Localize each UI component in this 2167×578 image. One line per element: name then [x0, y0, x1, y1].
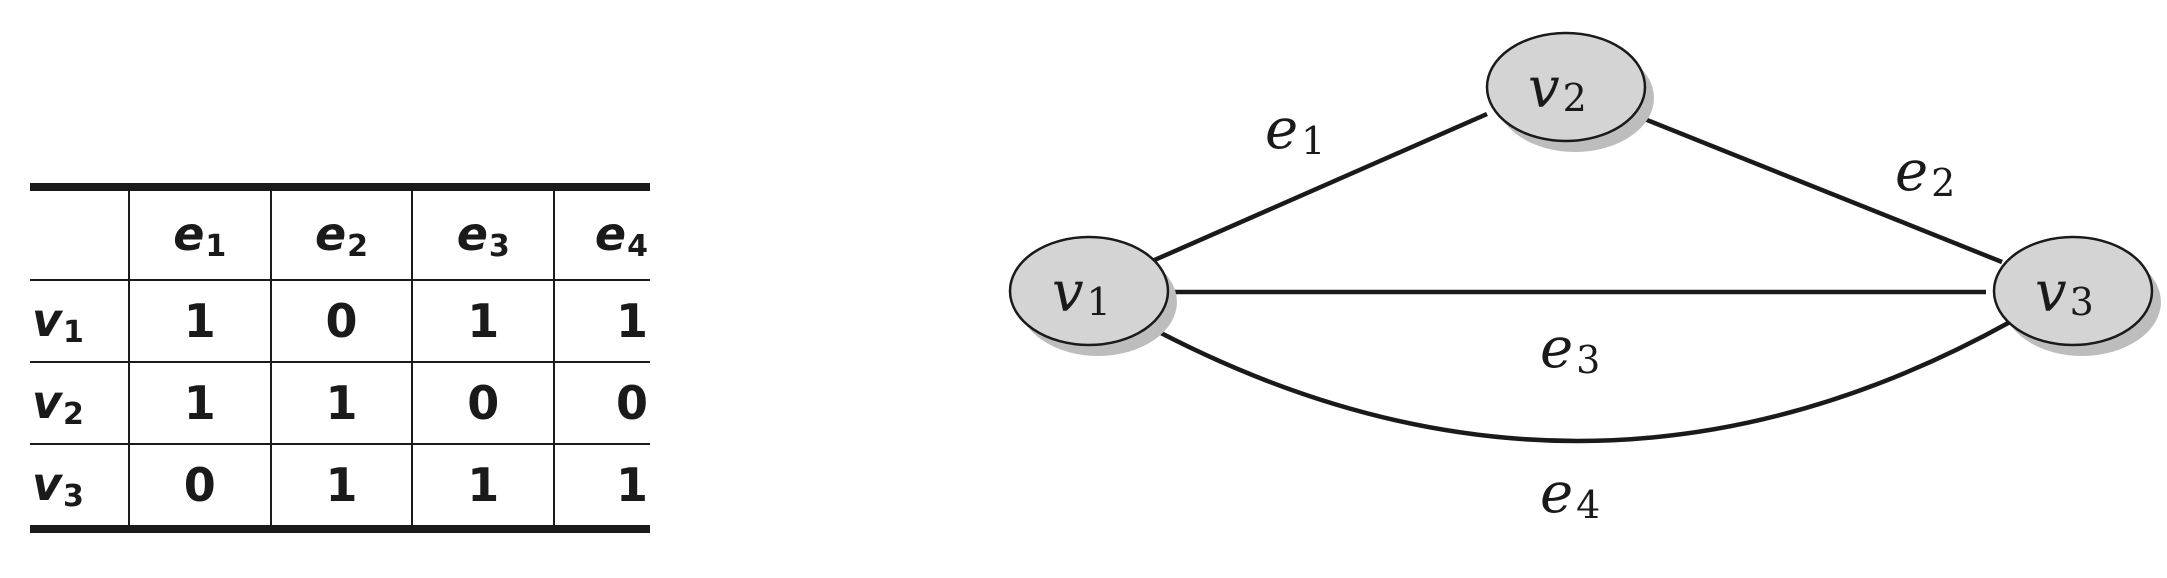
- table-header-row: e1 e2 e3 e4: [30, 191, 650, 281]
- header-cell-e3: e3: [411, 191, 553, 279]
- node-v3: v3: [1992, 235, 2161, 356]
- cell-v3-e4: 1: [553, 445, 650, 525]
- edge-e2-label: e2: [1895, 139, 1955, 205]
- edge-e3-label: e3: [1540, 316, 1600, 382]
- cell-v3-e1: 0: [127, 445, 270, 525]
- edge-e1-label: e1: [1265, 97, 1325, 163]
- node-v3-ellipse: [1992, 235, 2154, 347]
- node-v3-label: v3: [2035, 260, 2094, 325]
- cell-v2-e3: 0: [411, 363, 553, 443]
- header-cell-e4: e4: [553, 191, 650, 279]
- node-v1-label: v1: [1052, 260, 1111, 325]
- incidence-matrix-table: e1 e2 e3 e4 v1 1 0 1 1 v2 1 1 0 0 v3 0: [30, 183, 650, 533]
- cell-v1-e4: 1: [553, 281, 650, 361]
- cell-v1-e1: 1: [127, 281, 270, 361]
- node-v2: v2: [1485, 31, 1654, 152]
- table-row-v1: v1 1 0 1 1: [30, 281, 650, 363]
- edge-e1: [1149, 111, 1488, 265]
- cell-v1-e2: 0: [269, 281, 412, 361]
- cell-v2-e2: 1: [269, 363, 412, 443]
- edge-e2: [1641, 115, 2003, 265]
- row-header-v3: v3: [32, 456, 84, 514]
- edge-e4-label: e4: [1540, 461, 1600, 527]
- edge-e4: [1138, 320, 2012, 444]
- table-top-rule: [30, 183, 650, 191]
- cell-v3-e3: 1: [411, 445, 553, 525]
- header-cell-e2: e2: [269, 191, 412, 279]
- cell-v2-e1: 1: [127, 363, 270, 443]
- table-row-v2: v2 1 1 0 0: [30, 363, 650, 445]
- table-bottom-rule: [30, 525, 650, 533]
- node-v1: v1: [1008, 235, 1177, 356]
- cell-v2-e4: 0: [553, 363, 650, 443]
- header-cell-e1: e1: [127, 191, 270, 279]
- node-v2-label: v2: [1528, 56, 1587, 121]
- cell-v1-e3: 1: [411, 281, 553, 361]
- row-header-v2: v2: [32, 374, 84, 432]
- cell-v3-e2: 1: [269, 445, 412, 525]
- table-row-v3: v3 0 1 1 1: [30, 445, 650, 525]
- node-v2-ellipse: [1485, 31, 1647, 143]
- row-header-v1: v1: [32, 292, 84, 350]
- node-v1-ellipse: [1008, 235, 1170, 347]
